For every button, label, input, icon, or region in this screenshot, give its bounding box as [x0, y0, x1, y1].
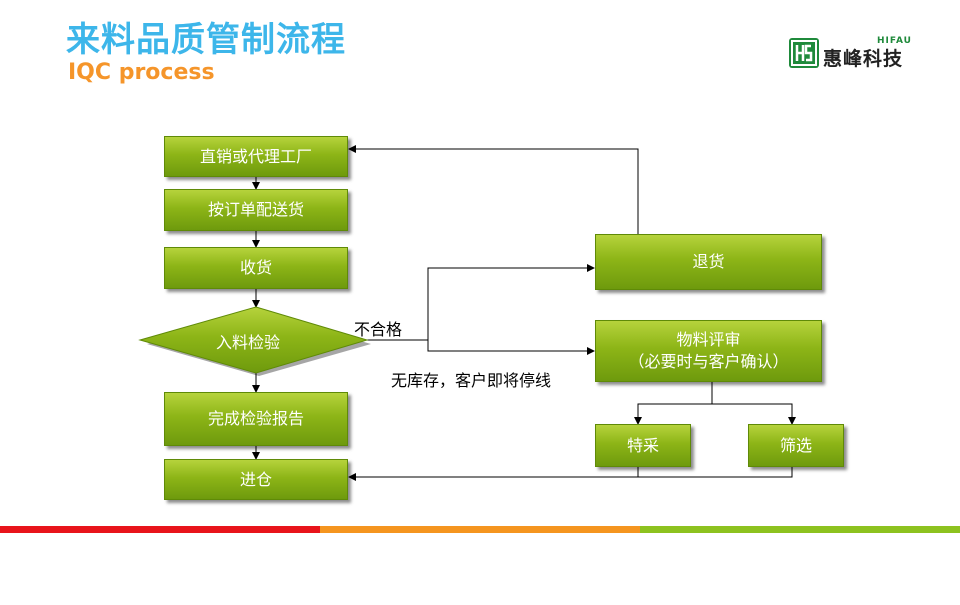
review-line2: （必要时与客户确认）	[628, 352, 789, 371]
label-no-stock: 无库存，客户即将停线	[391, 371, 552, 390]
page-subtitle: IQC process	[68, 60, 215, 85]
box-screening: 筛选	[748, 424, 844, 467]
arrow-return-to-factory	[348, 145, 639, 234]
logo-name: 惠峰科技	[823, 48, 904, 70]
logo-mark-icon	[789, 38, 819, 68]
arrow-to-warehouse	[348, 466, 793, 481]
box-warehouse: 进仓	[164, 459, 348, 500]
logo-subtext: HIFAU	[877, 36, 912, 46]
box-complete-report: 完成检验报告	[164, 392, 348, 446]
box-return-goods: 退货	[595, 234, 822, 290]
decision-diamond	[138, 306, 369, 374]
arrow-review-to-screening	[712, 403, 796, 425]
arrow-inspection-to-return	[367, 264, 595, 341]
box-deliver-by-order: 按订单配送货	[164, 189, 348, 231]
diamond-label-inspection: 入料检验	[216, 333, 281, 352]
box-material-review: 物料评审 （必要时与客户确认）	[595, 320, 822, 382]
box-special-purchase: 特采	[595, 424, 691, 467]
footer-bar-orange	[320, 526, 640, 533]
box-receive: 收货	[164, 247, 348, 289]
page-title: 来料品质管制流程	[66, 20, 346, 60]
company-logo: HIFAU 惠峰科技	[789, 36, 929, 74]
box-direct-factory: 直销或代理工厂	[164, 136, 348, 177]
footer-bar-red	[0, 526, 320, 533]
arrow-inspection-to-review	[427, 340, 595, 355]
footer-bar-green	[640, 526, 960, 533]
review-line1: 物料评审	[676, 330, 741, 350]
arrow-review-to-special	[634, 403, 712, 425]
label-unqualified: 不合格	[354, 320, 403, 339]
